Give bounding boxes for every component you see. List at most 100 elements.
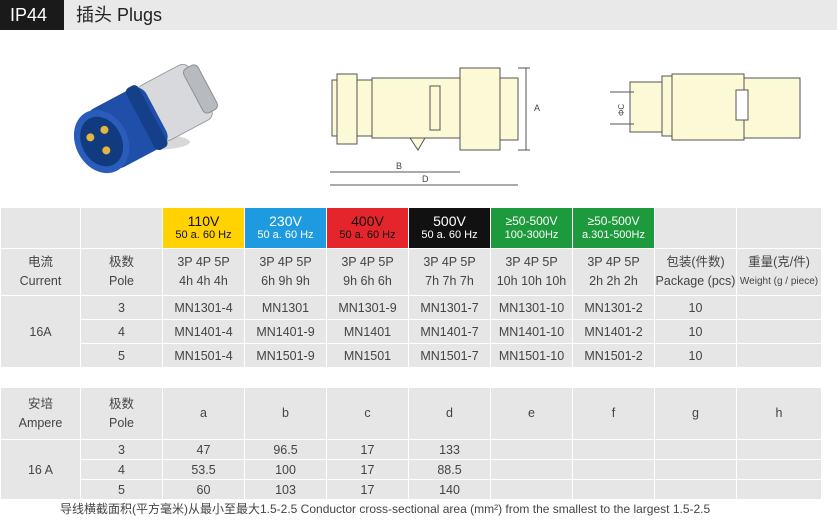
dim-col-h: h: [736, 387, 822, 440]
model-code: MN1501-7: [408, 343, 491, 368]
table-row: 5 60 103 17 140: [1, 479, 822, 500]
dim-value: 53.5: [162, 459, 245, 480]
model-code: MN1301-9: [326, 295, 409, 320]
dim-value: 133: [408, 439, 491, 460]
dim-col-d: d: [408, 387, 491, 440]
model-code: MN1301-4: [162, 295, 245, 320]
table-row: 16 A 3 47 96.5 17 133: [0, 439, 822, 500]
side-view-drawing: [330, 67, 530, 186]
table-row: 4 MN1401-4 MN1401-9 MN1401 MN1401-7 MN14…: [1, 319, 822, 344]
pole-value: 5: [80, 479, 163, 500]
product-images: A B D ΦC: [0, 30, 837, 205]
dim-value: [490, 459, 573, 480]
package-value: 10: [654, 295, 737, 320]
dim-value: [736, 459, 822, 480]
weight-value: [736, 319, 822, 344]
dim-value: [572, 439, 655, 460]
table-row: 5 MN1501-4 MN1501-9 MN1501 MN1501-7 MN15…: [1, 343, 822, 368]
dim-phic-label: ΦC: [617, 104, 626, 116]
conductor-footnote: 导线横截面积(平方毫米)从最小至最大1.5-2.5 Conductor cros…: [60, 502, 711, 516]
dim-value: 17: [326, 459, 409, 480]
model-code: MN1401-10: [490, 319, 573, 344]
ip-rating-badge: IP44: [0, 0, 64, 30]
package-header: 包装(件数)Package (pcs): [654, 248, 737, 296]
dim-value: [490, 439, 573, 460]
model-code: MN1401: [326, 319, 409, 344]
dim-value: [654, 479, 737, 500]
dim-value: 17: [326, 439, 409, 460]
model-code: MN1501-4: [162, 343, 245, 368]
model-code: MN1301: [244, 295, 327, 320]
dim-col-a: a: [162, 387, 245, 440]
dim-d-label: D: [422, 174, 429, 184]
dim-col-f: f: [572, 387, 655, 440]
model-code: MN1301-10: [490, 295, 573, 320]
pole-value: 4: [80, 459, 163, 480]
dim-value: 60: [162, 479, 245, 500]
model-code: MN1301-2: [572, 295, 655, 320]
model-code: MN1401-2: [572, 319, 655, 344]
dim-value: 140: [408, 479, 491, 500]
model-code: MN1501: [326, 343, 409, 368]
model-code: MN1501-10: [490, 343, 573, 368]
dim-value: [490, 479, 573, 500]
section-header: IP44 插头 Plugs: [0, 0, 837, 30]
weight-value: [736, 343, 822, 368]
plug-photo: [73, 63, 219, 174]
dim-value: 17: [326, 479, 409, 500]
dim-col-c: c: [326, 387, 409, 440]
dim-col-e: e: [490, 387, 573, 440]
current-value: 16A: [0, 295, 81, 368]
dim-value: 47: [162, 439, 245, 460]
dim-value: [654, 439, 737, 460]
model-code: MN1401-4: [162, 319, 245, 344]
blank-header-cell: [0, 207, 81, 249]
model-code: MN1501-2: [572, 343, 655, 368]
dim-value: 100: [244, 459, 327, 480]
section-view-drawing: [610, 73, 801, 141]
dim-value: [572, 479, 655, 500]
dim-col-g: g: [654, 387, 737, 440]
dim-value: [654, 459, 737, 480]
blank-header-cell: [80, 207, 163, 249]
dim-value: [736, 479, 822, 500]
model-code: MN1301-7: [408, 295, 491, 320]
ampere-value: 16 A: [0, 439, 81, 500]
dim-value: 88.5: [408, 459, 491, 480]
pole-value: 3: [80, 439, 163, 460]
table-row: 4 53.5 100 17 88.5: [1, 459, 822, 480]
section-title: 插头 Plugs: [76, 5, 163, 25]
table-row: 16A 3 MN1301-4 MN1301 MN1301-9 MN1301-7 …: [0, 295, 822, 368]
dim-value: 103: [244, 479, 327, 500]
pole-value: 4: [80, 319, 163, 344]
dim-b-label: B: [396, 161, 402, 171]
blank-header-cell: [654, 207, 737, 249]
dim-value: [572, 459, 655, 480]
weight-header: 重量(克/件)Weight (g / piece): [736, 248, 822, 296]
model-code: MN1401-7: [408, 319, 491, 344]
model-code: MN1501-9: [244, 343, 327, 368]
model-code: MN1401-9: [244, 319, 327, 344]
weight-value: [736, 295, 822, 320]
dim-value: [736, 439, 822, 460]
package-value: 10: [654, 319, 737, 344]
pole-value: 3: [80, 295, 163, 320]
dim-a-label: A: [534, 103, 540, 113]
